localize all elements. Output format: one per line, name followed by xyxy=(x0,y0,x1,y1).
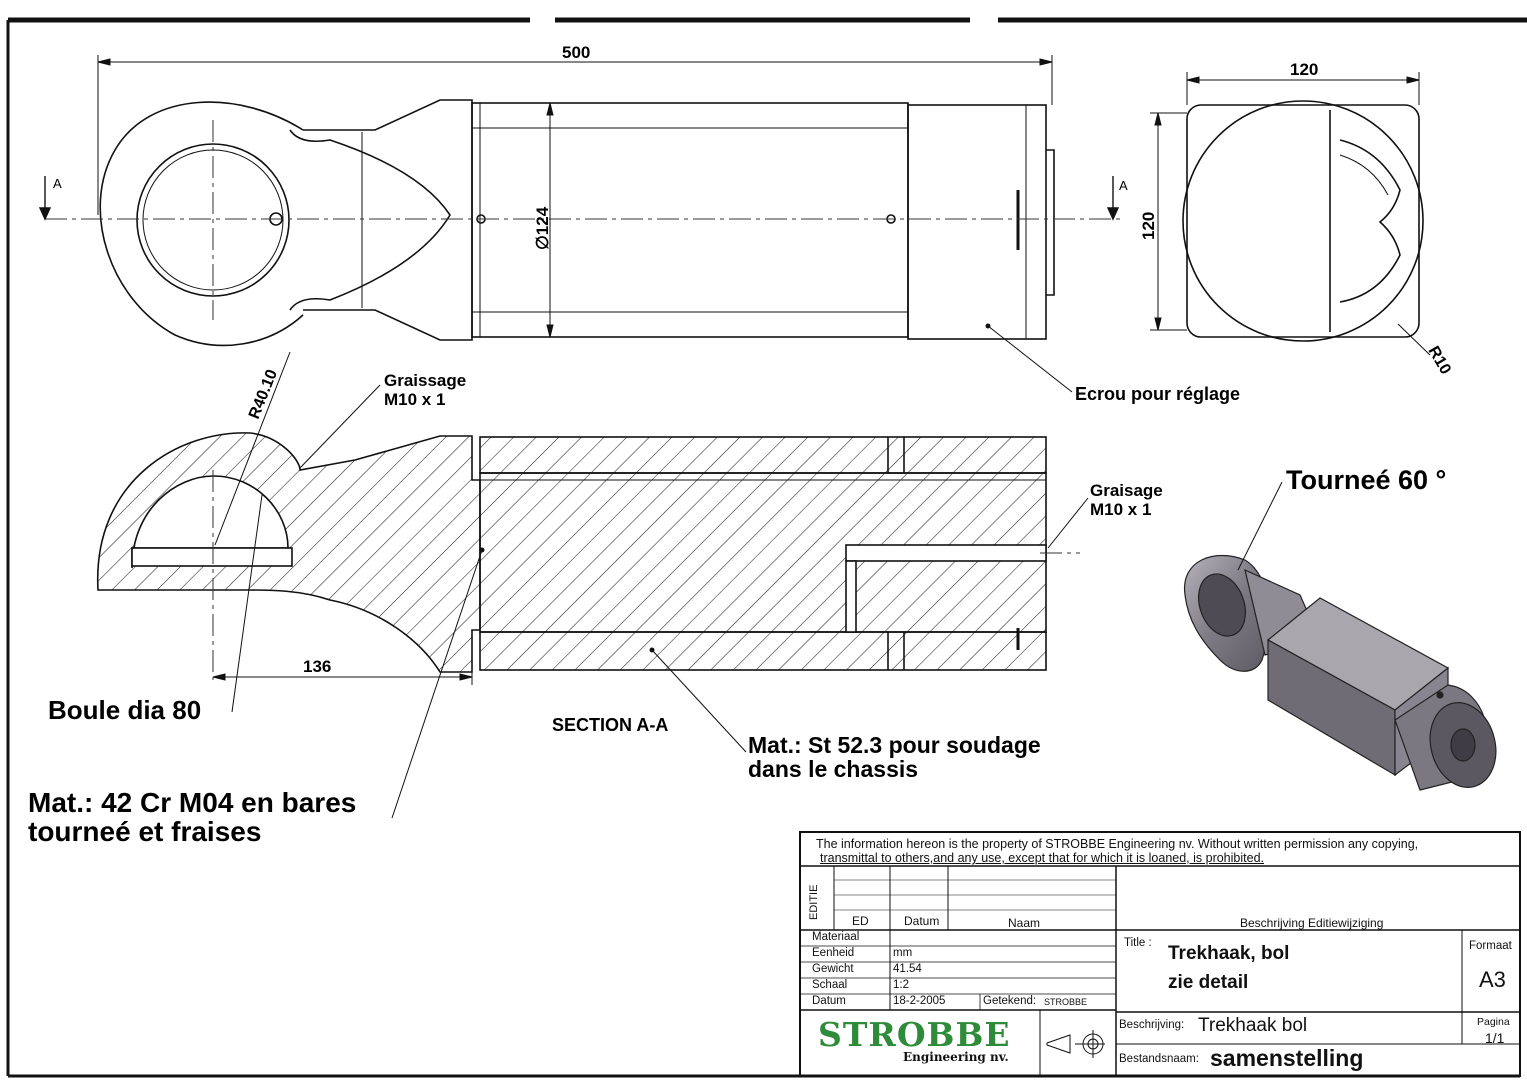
dimension-diameter xyxy=(546,102,554,338)
leader-main-material xyxy=(391,549,483,819)
annotation-turned: Tourneé 60 ° xyxy=(1286,465,1446,495)
section-view xyxy=(97,432,1047,673)
schaal-label: Schaal xyxy=(812,979,848,991)
company-logo: STROBBE xyxy=(818,1015,1011,1054)
dimension-500-label: 500 xyxy=(562,43,590,62)
datum-label: Datum xyxy=(812,995,846,1007)
dimension-end-width-label: 120 xyxy=(1290,60,1318,79)
centerlines-top xyxy=(45,120,1120,320)
pagina-value: 1/1 xyxy=(1485,1030,1505,1046)
column-datum: Datum xyxy=(904,914,940,928)
annotation-grease-top-2: M10 x 1 xyxy=(384,390,445,409)
section-label: SECTION A-A xyxy=(552,715,668,735)
annotation-nut: Ecrou pour réglage xyxy=(1075,384,1240,404)
dimension-end-width xyxy=(1186,72,1420,105)
annotation-ball: Boule dia 80 xyxy=(48,695,201,725)
formaat-value: A3 xyxy=(1479,967,1506,992)
annotation-grease-right-1: Graisage xyxy=(1090,481,1163,500)
company-subtitle: Engineering nv. xyxy=(903,1050,1009,1064)
title-line-2: zie detail xyxy=(1168,972,1249,993)
gewicht-value: 41.54 xyxy=(893,963,922,975)
beschrijving-label: Beschrijving: xyxy=(1119,1019,1185,1031)
bestandsnaam-value: samenstelling xyxy=(1210,1045,1364,1071)
dimension-diameter-label: ∅124 xyxy=(533,206,552,250)
leader-ball xyxy=(231,494,263,713)
title-label: Title : xyxy=(1124,937,1152,949)
copyright-notice-line-2: transmittal to others,and any use, excep… xyxy=(820,851,1264,865)
isometric-view xyxy=(1183,554,1497,791)
column-beschrijving: Beschrijving Editiewijziging xyxy=(1240,916,1384,930)
column-naam: Naam xyxy=(1008,916,1041,930)
leader-r10 xyxy=(1397,323,1431,356)
annotation-grease-top-1: Graissage xyxy=(384,371,466,390)
section-mark-left: A xyxy=(53,176,62,191)
leader-grease-right xyxy=(1047,497,1089,549)
dimension-r10-label: R10 xyxy=(1425,344,1454,378)
leader-nut xyxy=(987,325,1073,393)
annotation-material-tube-2: dans le chassis xyxy=(748,756,918,782)
getekend-label: Getekend: xyxy=(983,995,1037,1007)
annotation-material-main-1: Mat.: 42 Cr M04 en bares xyxy=(28,787,356,818)
beschrijving-value: Trekhaak bol xyxy=(1198,1015,1308,1036)
materiaal-label: Materiaal xyxy=(812,931,860,943)
title-block xyxy=(799,831,1521,1077)
end-view xyxy=(1182,100,1424,342)
gewicht-label: Gewicht xyxy=(812,963,854,975)
schaal-value: 1:2 xyxy=(893,979,909,991)
leader-grease-top xyxy=(299,384,381,469)
top-view xyxy=(99,99,1055,347)
annotation-material-tube-1: Mat.: St 52.3 pour soudage xyxy=(748,732,1041,758)
eenheid-value: mm xyxy=(893,947,913,959)
formaat-label: Formaat xyxy=(1469,940,1512,952)
getekend-value: STROBBE xyxy=(1044,997,1088,1007)
dimension-r40-label: R40.10 xyxy=(246,367,281,421)
dimension-136 xyxy=(212,670,473,685)
datum-value: 18-2-2005 xyxy=(893,995,946,1007)
annotation-grease-right-2: M10 x 1 xyxy=(1090,500,1151,519)
title-line-1: Trekhaak, bol xyxy=(1168,943,1290,964)
section-arrow-left xyxy=(38,176,52,221)
leader-tube-material xyxy=(651,649,747,753)
editie-label: EDITIE xyxy=(808,884,820,920)
dimension-end-height xyxy=(1150,112,1187,331)
section-mark-right: A xyxy=(1119,178,1128,193)
dimension-500 xyxy=(97,55,1053,215)
bestandsnaam-label: Bestandsnaam: xyxy=(1119,1053,1199,1065)
dimension-136-label: 136 xyxy=(303,657,331,676)
column-ed: ED xyxy=(852,914,869,928)
copyright-notice-line-1: The information hereon is the property o… xyxy=(816,837,1419,851)
annotation-material-main-2: tourneé et fraises xyxy=(28,816,261,847)
leader-r40 xyxy=(214,351,291,546)
dimension-end-height-label: 120 xyxy=(1139,212,1158,240)
pagina-label: Pagina xyxy=(1477,1016,1510,1028)
centerlines-section xyxy=(212,470,1080,680)
section-arrow-right xyxy=(1106,176,1120,221)
leader-turned xyxy=(1237,481,1283,571)
eenheid-label: Eenheid xyxy=(812,947,855,959)
